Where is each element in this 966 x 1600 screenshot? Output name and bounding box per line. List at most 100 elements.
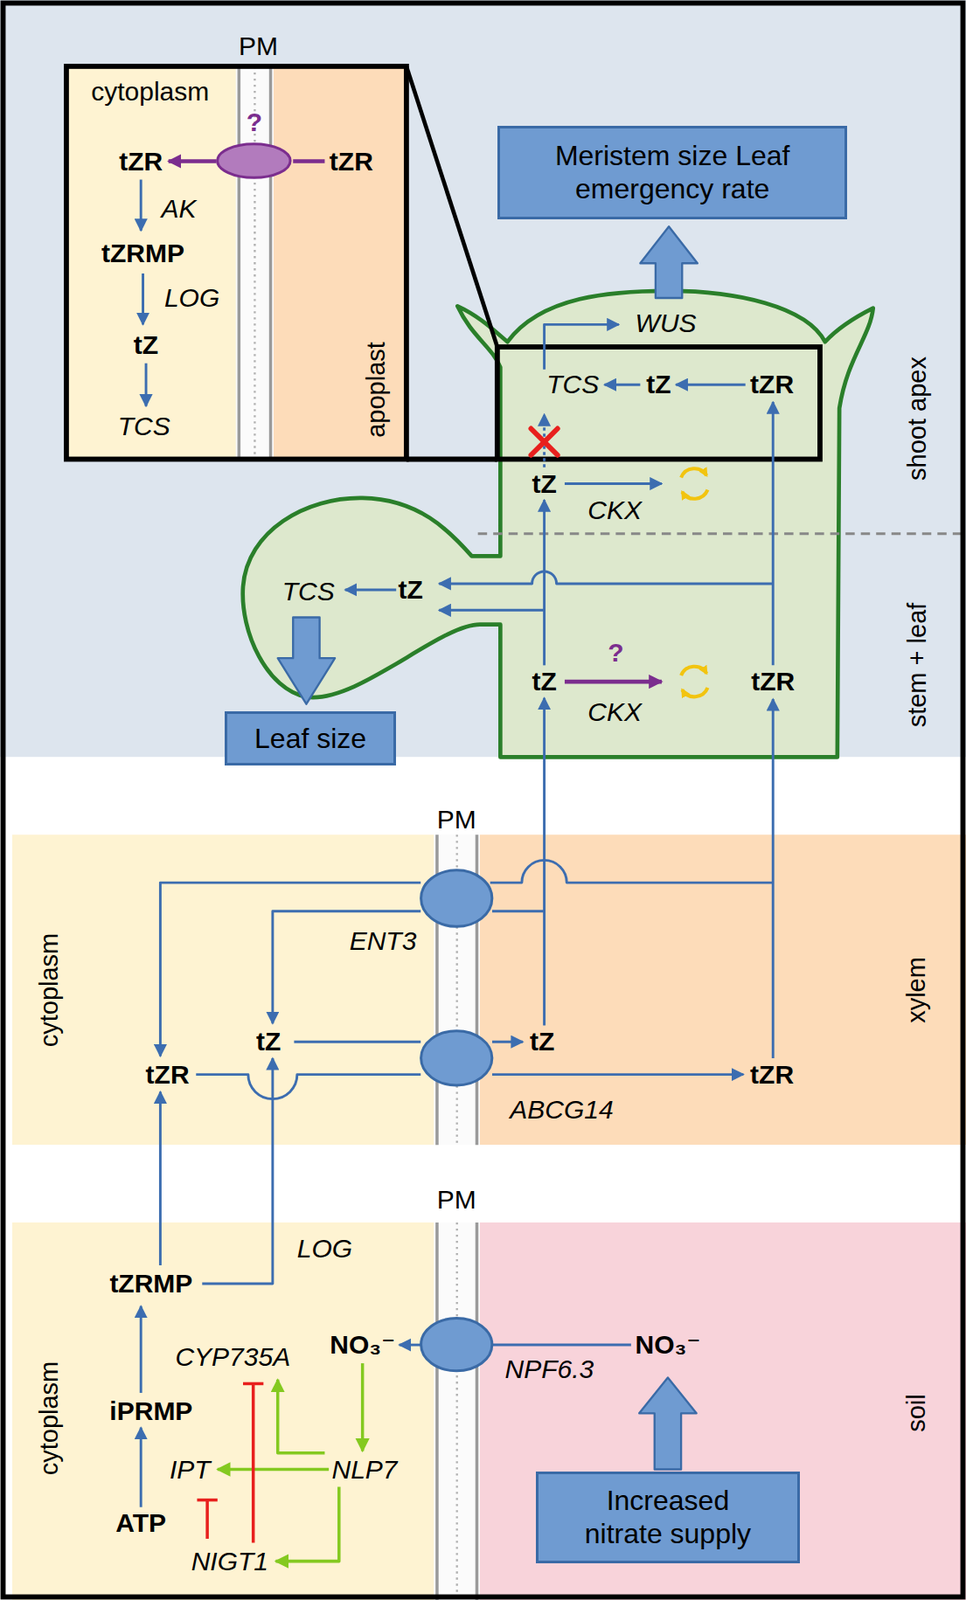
zoom-inset [66, 66, 407, 460]
inhibition-line [243, 1382, 264, 1387]
outcome-box: Meristem size Leaf emergency rate [497, 125, 848, 220]
transport-arrow [438, 609, 544, 612]
transporter-label: ABCG14 [509, 1097, 613, 1124]
transport-arrow [195, 1075, 421, 1100]
transport-arrow [438, 571, 773, 584]
uptake-arrow [168, 159, 217, 164]
transport-arrow [345, 588, 397, 591]
molecule-label: tZ [133, 332, 159, 359]
molecule-label: tZR [750, 668, 795, 695]
transporter-shape [420, 1031, 492, 1086]
region-label: shoot apex [903, 356, 930, 481]
activation-arrow [217, 1468, 329, 1473]
region-label: xylem [903, 957, 929, 1024]
degradation-icon [681, 688, 708, 697]
molecule-label: tZR [329, 148, 374, 175]
transporter-label: ENT3 [349, 928, 417, 955]
outcome-text: Leaf size [254, 722, 367, 756]
gene-label: TCS [118, 413, 171, 440]
transporter-shape [217, 144, 291, 179]
transport-arrow [272, 911, 421, 1024]
plasma-membrane [475, 1223, 480, 1600]
gene-label: TCS [282, 578, 335, 605]
background [0, 0, 966, 758]
molecule-label: tZR [118, 148, 163, 175]
transporter-label: NPF6.3 [505, 1356, 595, 1383]
plasma-membrane [435, 1223, 439, 1600]
block-arrow [277, 617, 335, 704]
transporter: ABCG14 [418, 1028, 494, 1089]
transport-arrow [542, 698, 546, 1027]
molecule-label: iPRMP [109, 1398, 193, 1425]
molecule-label: tZ [531, 471, 556, 498]
molecule-label: tZ [529, 1028, 555, 1056]
gene-label: LOG [164, 284, 220, 312]
transporter: ENT3 [418, 868, 494, 930]
transport-arrow [159, 1091, 162, 1266]
inhibition-line [251, 1383, 256, 1543]
zoom-inset [236, 66, 274, 460]
transporter-shape [418, 1028, 494, 1089]
plasma-membrane [437, 834, 478, 1600]
transport-arrow [492, 1344, 632, 1348]
zoom-inset [406, 457, 498, 463]
gene-label: NLP7 [331, 1457, 397, 1484]
transport-arrow [542, 500, 546, 666]
transport-arrow [492, 1041, 523, 1044]
transport-arrow [492, 910, 545, 913]
gene-label: AK [160, 195, 196, 223]
blocked-mark [530, 428, 557, 455]
region-label: PM [238, 33, 278, 60]
question-mark: ? [607, 639, 624, 667]
blocked-mark [530, 428, 557, 455]
region-label: apoplast [362, 341, 389, 438]
frame [3, 3, 964, 1599]
outcome-box: Increased nitrate supply [535, 1472, 800, 1564]
gene-label: CKX [587, 699, 642, 726]
background [12, 1223, 434, 1600]
zoom-inset [269, 66, 273, 460]
degradation-icon [681, 667, 707, 676]
molecule-label: tZR [145, 1062, 190, 1089]
transport-arrow [544, 324, 619, 369]
transport-arrow [139, 1428, 143, 1509]
block-arrow [639, 1377, 696, 1470]
transporter-shape [420, 869, 492, 926]
transporter-shape [420, 1319, 492, 1372]
molecule-label: tZ [646, 371, 671, 398]
transport-arrow [771, 699, 775, 1059]
gene-label: CKX [587, 497, 642, 524]
background [479, 834, 966, 1146]
outcome-text: Meristem size Leaf emergency rate [528, 138, 817, 207]
region-label: soil [903, 1395, 929, 1434]
region-label: stem + leaf [903, 603, 930, 729]
transport-arrow [201, 1058, 273, 1285]
molecule-label: tZRMP [109, 1271, 193, 1298]
transporter: NPF6.3 [418, 1316, 494, 1374]
zoom-inset [406, 66, 498, 348]
zoom-inset [66, 66, 237, 460]
outcome-box: Leaf size [224, 711, 397, 766]
region-label: PM [437, 806, 477, 834]
transporter-shape [418, 868, 494, 930]
transport-arrow [293, 1041, 421, 1044]
activation-arrow [361, 1363, 365, 1452]
gene-label: IPT [169, 1457, 211, 1484]
gene-label: NIGT1 [191, 1549, 269, 1576]
molecule-label: tZ [531, 668, 556, 695]
degradation-icon [681, 468, 707, 478]
degradation-icon [681, 490, 708, 500]
transport-arrow [145, 363, 148, 407]
transport-arrow [139, 1306, 143, 1394]
block-arrow [277, 226, 698, 1470]
uptake-arrow [564, 680, 662, 685]
question-mark: ? [246, 109, 263, 136]
outcome-text: Increased nitrate supply [576, 1484, 760, 1552]
activation-arrow [275, 1487, 339, 1562]
transport-arrow [604, 383, 641, 387]
transporter-unknown: ? [215, 142, 293, 180]
transporter-shape [418, 1316, 494, 1374]
background [479, 1223, 966, 1600]
